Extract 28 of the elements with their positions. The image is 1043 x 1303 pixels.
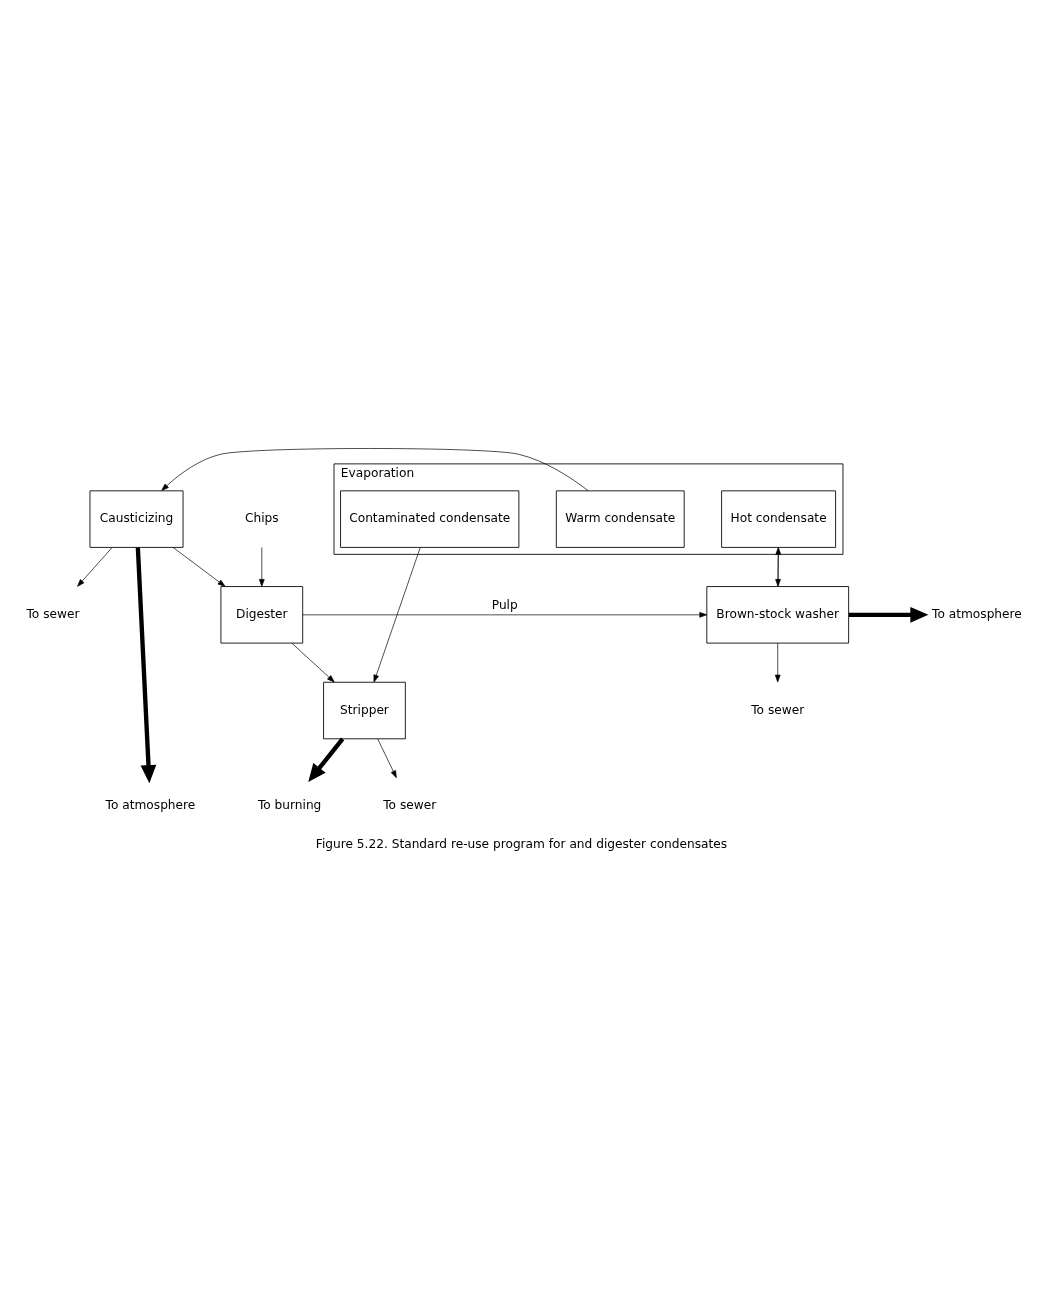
arrow <box>774 642 781 683</box>
node-text: Chips <box>244 511 279 526</box>
node-box: Stripper <box>323 681 406 740</box>
node-text: To sewer <box>26 607 80 622</box>
arrow <box>259 547 265 587</box>
arrow <box>302 612 708 618</box>
arrow <box>161 448 589 492</box>
node-text: To atmosphere <box>932 607 1022 622</box>
arrow <box>377 738 397 779</box>
arrow <box>135 547 157 784</box>
arrow <box>172 547 226 587</box>
node-text: To burning <box>257 798 322 813</box>
arrow <box>373 547 421 683</box>
arrow <box>291 642 335 683</box>
caption: Figure 5.22. Standard re-use program for and digester condensates <box>315 836 728 851</box>
edge-label: Pulp <box>491 597 518 612</box>
node-box: Causticizing <box>89 490 184 548</box>
node-box: Digester <box>220 586 304 644</box>
node-text: To atmosphere <box>105 798 196 813</box>
node-text: To sewer <box>751 702 805 717</box>
node-text: To sewer <box>383 798 437 813</box>
arrow <box>848 606 929 623</box>
node-box: Brown-stock washer <box>706 586 850 644</box>
arrow <box>308 737 345 782</box>
node-box: Contaminated condensate <box>340 490 520 548</box>
node-box: Hot condensate <box>721 490 836 548</box>
node-box: Warm condensate <box>555 490 685 548</box>
arrow <box>77 547 113 587</box>
